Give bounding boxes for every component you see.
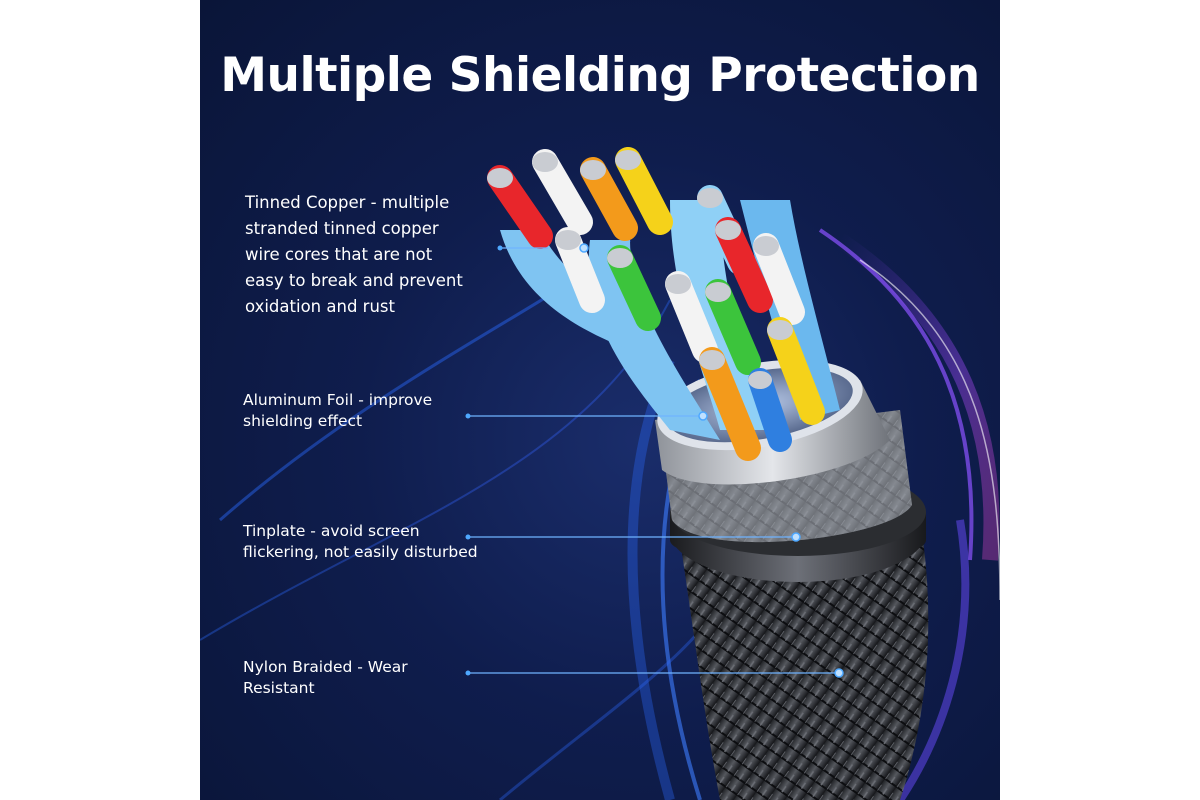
callout-line: wire cores that are not [245,245,433,264]
callout-line: easy to break and prevent [245,271,463,290]
cable-illustration [200,147,1000,800]
pointer-lines [465,243,844,678]
pointer-dot-tinplate [465,534,471,540]
callout-nylon-braided: Nylon Braided - Wear Resistant [243,657,408,699]
callout-line: Tinplate - avoid screen [243,522,420,540]
callout-line: Tinned Copper - multiple [245,193,450,212]
page-title: Multiple Shielding Protection [220,48,980,103]
callout-line: stranded tinned copper [245,219,439,238]
product-banner: Multiple Shielding Protection Tinned Cop… [200,0,1000,800]
callout-line: flickering, not easily disturbed [243,543,478,561]
callout-line: shielding effect [243,412,363,430]
pointer-dot-tinned-copper [497,245,503,251]
callout-line: Nylon Braided - Wear [243,658,408,676]
callout-line: Resistant [243,679,315,697]
callout-line: Aluminum Foil - improve [243,391,433,409]
callout-tinplate: Tinplate - avoid screen flickering, not … [243,521,478,563]
nylon-braid [680,520,929,800]
callout-tinned-copper: Tinned Copper - multiple stranded tinned… [245,190,463,320]
pointer-dot-aluminum-foil [465,413,471,419]
callout-line: oxidation and rust [245,297,395,316]
wire-cores [487,147,825,461]
callout-aluminum-foil: Aluminum Foil - improve shielding effect [243,390,432,432]
pointer-dot-nylon-braided [465,670,471,676]
